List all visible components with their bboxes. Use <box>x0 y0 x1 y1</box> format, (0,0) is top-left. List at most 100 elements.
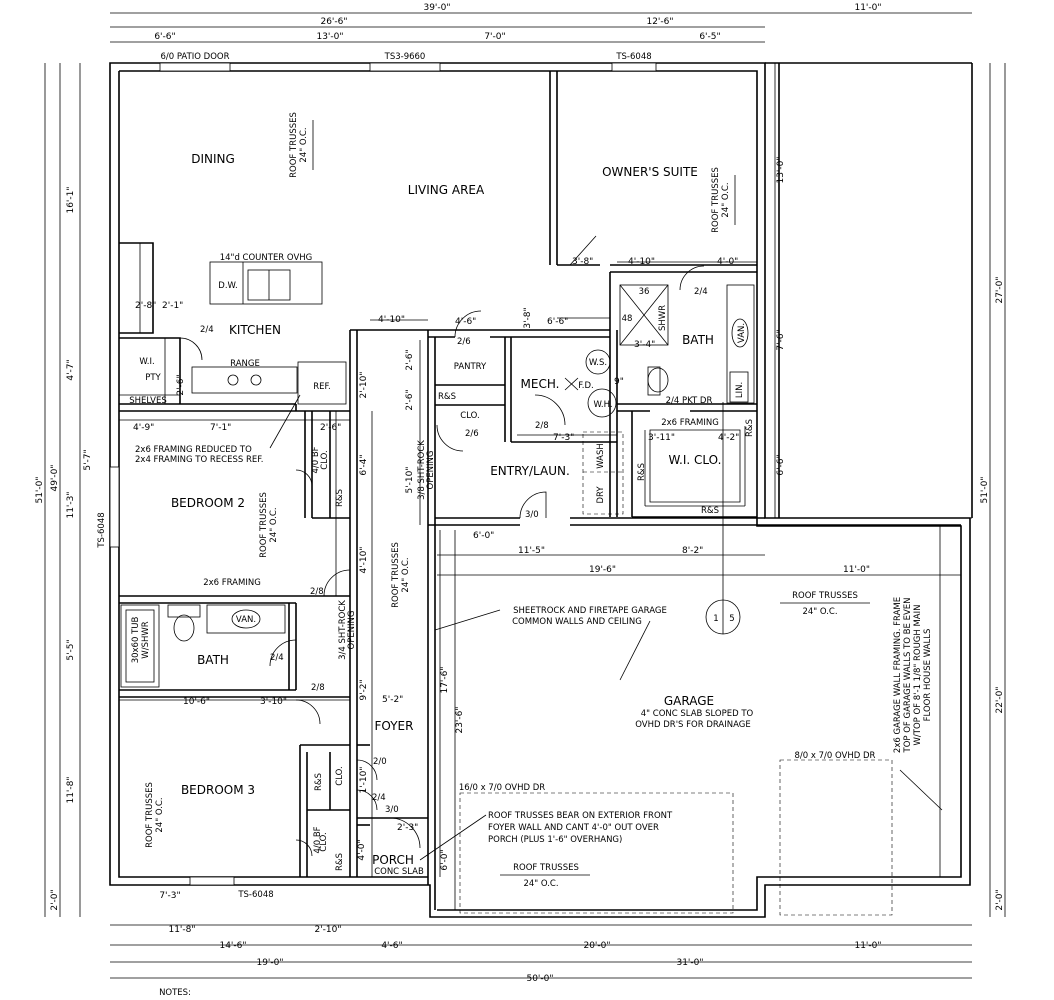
room-wi-clo-owner: W.I. CLO. <box>669 453 722 467</box>
dim-b3-10-6: 10'-6" <box>183 697 210 707</box>
truss-porch: ROOF TRUSSES 24" O.C. <box>500 863 590 889</box>
dim-right-7-6: 7'-6" <box>776 329 786 350</box>
dim-pty-2-6: 2'-6" <box>176 374 186 395</box>
dim-12-6: 12'-6" <box>646 17 673 27</box>
dim-k-2-10: 2'-10" <box>359 371 369 398</box>
label-ref: REF. <box>313 382 331 392</box>
label-shower-48: 48 <box>622 314 633 324</box>
truss-owner-line2: 24" O.C. <box>721 182 731 217</box>
dim-bot-4-6: 4'-6" <box>381 941 402 951</box>
label-van-owner: VAN. <box>737 323 747 343</box>
dim-m-2-6b: 2'-6" <box>405 389 415 410</box>
dim-26-6: 26'-6" <box>320 17 347 27</box>
door-labels: 2/4 2/6 2/6 2/8 3/0 2/4 2/8 2/4 2/8 2/0 … <box>200 287 708 815</box>
dim-e-6-0: 6'-0" <box>473 531 494 541</box>
door-30-entry: 3/0 <box>525 510 539 520</box>
interior-walls <box>119 71 961 916</box>
label-rs-bed3-bottom: R&S <box>335 853 345 871</box>
dim-m-4-6: 4'-6" <box>455 317 476 327</box>
label-rs-wi-bottom: R&S <box>701 506 719 516</box>
note-garage-frame-3: W/TOP OF 8'-1 1/8" ROUGH MAIN <box>913 605 923 746</box>
room-bedroom3: BEDROOM 3 <box>181 783 255 797</box>
dim-right-51-0: 51'-0" <box>980 476 990 503</box>
dim-bot-11-8: 11'-8" <box>168 925 195 935</box>
dimensions-interior: 2'-8" 2'-1" 4'-10" 2'-10" 4'-9" 7'-1" 6'… <box>133 257 870 871</box>
dim-b2-7-1: 7'-1" <box>210 423 231 433</box>
dim-g-11-0: 11'-0" <box>843 565 870 575</box>
label-counter-ovhg: 14"d COUNTER OVHG <box>220 253 313 263</box>
dim-f-2-3: 2'-3" <box>397 823 418 833</box>
dim-6-6: 6'-6" <box>154 32 175 42</box>
roof-truss-markers: ROOF TRUSSES 24" O.C. ROOF TRUSSES 24" O… <box>145 112 870 889</box>
note-trusses-porch-3: PORCH (PLUS 1'-6" OVERHANG) <box>488 835 622 845</box>
dim-g-11-5: 11'-5" <box>518 546 545 556</box>
label-framing-owner: 2x6 FRAMING <box>661 418 719 428</box>
label-tub: 30x60 TUB <box>131 617 141 664</box>
truss-dining-line1: ROOF TRUSSES <box>289 112 299 178</box>
truss-owner: ROOF TRUSSES 24" O.C. <box>711 167 736 233</box>
note-framing-reduced-2: 2x4 FRAMING TO RECESS REF. <box>135 455 263 465</box>
callout-notes: 2x6 FRAMING REDUCED TO 2x4 FRAMING TO RE… <box>135 394 943 861</box>
label-wh: W.H. <box>593 400 612 410</box>
door-28-bed2: 2/8 <box>310 587 324 597</box>
note-sheetrock-2: COMMON WALLS AND CEILING <box>512 617 642 627</box>
label-ts-6048-bottom: TS-6048 <box>237 890 273 900</box>
dim-top-total: 39'-0" <box>423 3 450 13</box>
dim-7-0: 7'-0" <box>484 32 505 42</box>
dim-left-11-8: 11'-8" <box>66 776 76 803</box>
room-labels: DINING LIVING AREA OWNER'S SUITE KITCHEN… <box>139 152 721 877</box>
dim-bot-19-0: 19'-0" <box>256 958 283 968</box>
dim-b2-2-6: 2'-6" <box>320 423 341 433</box>
label-dw: D.W. <box>218 281 237 291</box>
dim-m-3-8: 3'-8" <box>572 257 593 267</box>
dim-bot-50-0: 50'-0" <box>526 974 553 984</box>
truss-dining: ROOF TRUSSES 24" O.C. <box>289 112 314 178</box>
room-wi-pty: W.I. <box>139 357 154 367</box>
room-mech: MECH. <box>521 377 560 391</box>
dim-left-49-0: 49'-0" <box>50 464 60 491</box>
note-sheetrock-1: SHEETROCK AND FIRETAPE GARAGE <box>513 606 667 616</box>
dim-m-6-6: 6'-6" <box>547 317 568 327</box>
label-shower-36: 36 <box>639 287 650 297</box>
room-bath2: BATH <box>197 653 229 667</box>
dim-b3-3-10: 3'-10" <box>260 697 287 707</box>
dim-b2-4-10: 4'-10" <box>359 546 369 573</box>
truss-bed3-line2: 24" O.C. <box>155 797 165 832</box>
label-shwr: SHWR <box>658 305 668 331</box>
truss-bed3-line1: ROOF TRUSSES <box>145 782 155 848</box>
dim-13-0: 13'-0" <box>316 32 343 42</box>
dim-m-7-3: 7'-3" <box>553 433 574 443</box>
dim-right-6-6: 6'-6" <box>776 454 786 475</box>
dim-g-23-6: 23'-6" <box>455 706 465 733</box>
room-foyer: FOYER <box>375 719 414 733</box>
room-living: LIVING AREA <box>408 183 485 197</box>
truss-garage-line2: 24" O.C. <box>802 607 837 617</box>
dim-bot-7-3: 7'-3" <box>159 891 180 901</box>
door-26-clo: 2/6 <box>465 429 479 439</box>
dim-b2-6-4: 6'-4" <box>359 454 369 475</box>
dim-k-2-8: 2'-8" <box>135 301 156 311</box>
dim-left-16-1: 16'-1" <box>66 186 76 213</box>
dimensions-left: 51'-0" 49'-0" 16'-1" 4'-7" 11'-3" 5'-7" … <box>35 186 93 910</box>
dim-left-5-5: 5'-5" <box>66 639 76 660</box>
dim-m-3-11: 3'-11" <box>648 433 675 443</box>
door-30-front: 3/0 <box>385 805 399 815</box>
truss-hall: ROOF TRUSSES 24" O.C. <box>391 542 411 608</box>
note-framing-reduced-1: 2x6 FRAMING REDUCED TO <box>135 445 252 455</box>
callout-num1: 1 <box>713 614 718 624</box>
label-van-bath2: VAN. <box>236 615 256 625</box>
label-ts-6048-left: TS-6048 <box>97 512 107 548</box>
truss-garage: ROOF TRUSSES 24" O.C. <box>780 591 870 617</box>
dim-g-8-2: 8'-2" <box>682 546 703 556</box>
label-range: RANGE <box>230 359 260 369</box>
dim-6-5: 6'-5" <box>699 32 720 42</box>
dim-left-11-3: 11'-3" <box>66 491 76 518</box>
label-framing-bed2: 2x6 FRAMING <box>203 578 261 588</box>
label-sht-rock-38: 3/8 SHT-ROCK <box>417 440 427 500</box>
label-sht-rock-34: 3/4 SHT-ROCK <box>338 600 348 660</box>
label-fd: F.D. <box>578 381 593 391</box>
exterior-walls <box>109 62 973 918</box>
windows <box>109 62 657 886</box>
note-garage-sub-2: OVHD DR'S FOR DRAINAGE <box>635 720 750 730</box>
label-clo-bed2: CLO. <box>320 450 330 469</box>
